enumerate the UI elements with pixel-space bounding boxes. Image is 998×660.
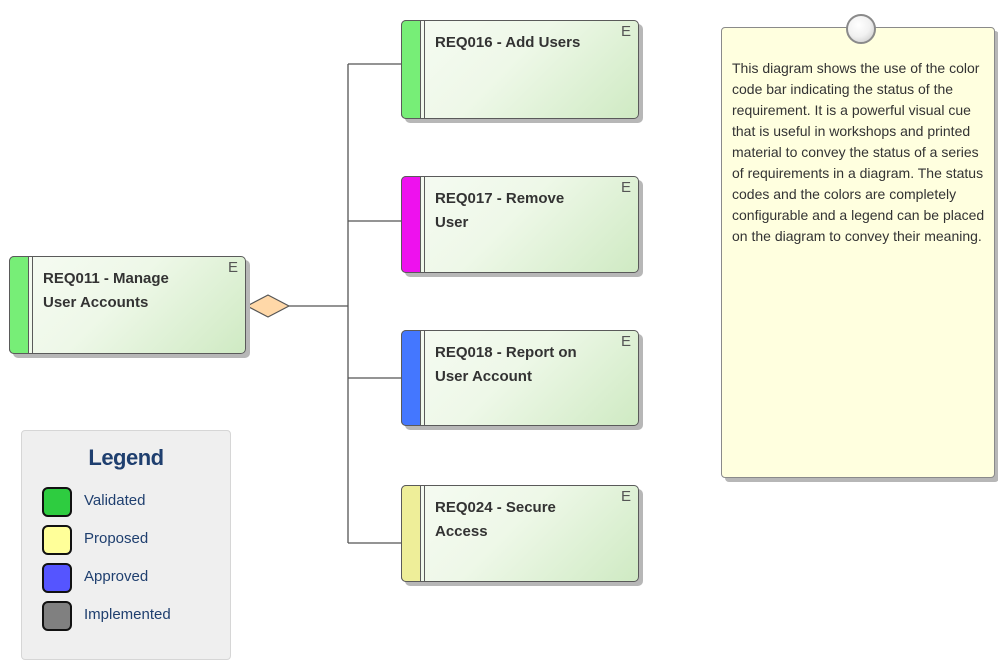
legend-item-validated: Validated bbox=[42, 487, 227, 517]
requirement-req018[interactable]: REQ018 - Report on User Account E bbox=[401, 330, 639, 426]
diagram-note[interactable]: This diagram shows the use of the color … bbox=[721, 14, 995, 478]
status-color-bar bbox=[401, 20, 421, 119]
status-color-bar bbox=[401, 485, 421, 582]
legend-swatch bbox=[42, 563, 72, 593]
legend-swatch bbox=[42, 487, 72, 517]
element-stereotype-icon: E bbox=[620, 23, 631, 40]
requirement-title: REQ016 - Add Users bbox=[435, 34, 581, 51]
legend-label: Approved bbox=[84, 568, 149, 585]
requirement-req024[interactable]: REQ024 - Secure Access E bbox=[401, 485, 639, 582]
requirement-title: REQ018 - Report on User Account bbox=[435, 344, 577, 385]
legend-item-implemented: Implemented bbox=[42, 601, 227, 631]
status-color-bar bbox=[401, 330, 421, 426]
requirement-title: REQ011 - Manage User Accounts bbox=[43, 270, 169, 311]
aggregation-connector[interactable] bbox=[289, 63, 404, 544]
bar-divider bbox=[424, 486, 425, 581]
legend-label: Validated bbox=[84, 492, 146, 509]
requirement-title: REQ017 - Remove User bbox=[435, 190, 565, 231]
status-color-bar bbox=[9, 256, 29, 354]
bar-divider bbox=[32, 257, 33, 353]
aggregation-diamond[interactable] bbox=[245, 294, 291, 318]
bar-divider bbox=[424, 21, 425, 118]
note-text: This diagram shows the use of the color … bbox=[732, 60, 985, 244]
legend-item-approved: Approved bbox=[42, 563, 227, 593]
element-stereotype-icon: E bbox=[620, 333, 631, 350]
requirement-req017[interactable]: REQ017 - Remove User E bbox=[401, 176, 639, 273]
requirement-req016[interactable]: REQ016 - Add Users E bbox=[401, 20, 639, 119]
legend[interactable]: Legend Validated Proposed Approved Imple… bbox=[21, 430, 231, 660]
element-stereotype-icon: E bbox=[227, 259, 238, 276]
bar-divider bbox=[424, 331, 425, 425]
legend-swatch bbox=[42, 601, 72, 631]
requirement-req011[interactable]: REQ011 - Manage User Accounts E bbox=[9, 256, 246, 354]
legend-label: Implemented bbox=[84, 606, 171, 623]
element-stereotype-icon: E bbox=[620, 488, 631, 505]
requirement-title: REQ024 - Secure Access bbox=[435, 499, 556, 540]
bar-divider bbox=[424, 177, 425, 272]
status-color-bar bbox=[401, 176, 421, 273]
pushpin-icon bbox=[846, 14, 876, 44]
legend-title: Legend bbox=[88, 445, 164, 470]
legend-item-proposed: Proposed bbox=[42, 525, 227, 555]
legend-label: Proposed bbox=[84, 530, 149, 547]
element-stereotype-icon: E bbox=[620, 179, 631, 196]
legend-swatch bbox=[42, 525, 72, 555]
